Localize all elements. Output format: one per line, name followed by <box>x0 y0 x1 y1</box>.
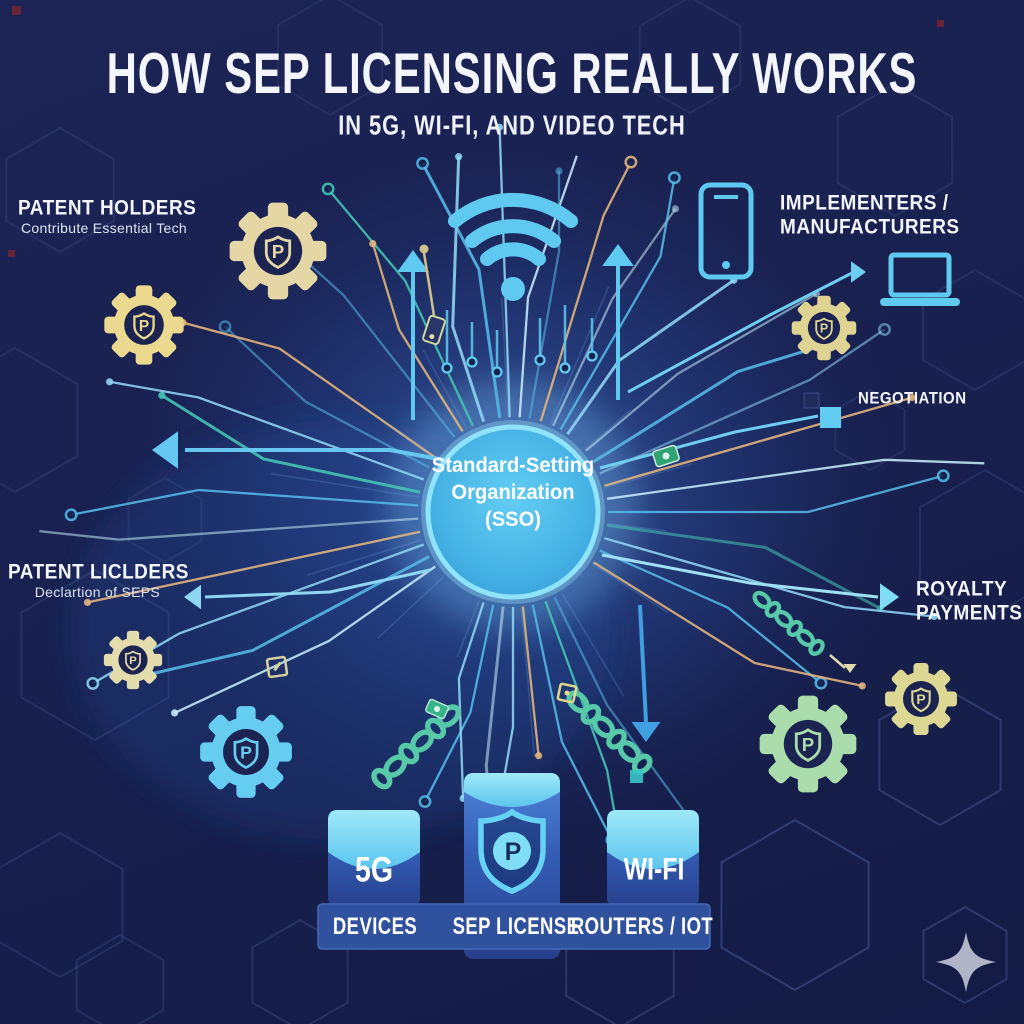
flow-arrows-layer <box>152 244 899 742</box>
implementers-line2: MANUFACTURERS <box>780 215 960 240</box>
implementers-line1: IMPLEMENTERS / <box>780 191 949 216</box>
pillar-wifi <box>607 810 699 906</box>
label-patent-holders: PATENT HOLDERS Contribute Essential Tech <box>18 196 197 236</box>
sso-line3: (SSO) <box>484 508 542 531</box>
shield-license-icon: P <box>478 808 546 894</box>
bar-sep-license-label: SEP LICENSE <box>452 913 580 940</box>
corner-pixel <box>12 6 21 15</box>
royalty-line1: ROYALTY <box>916 577 1008 602</box>
wifi-icon <box>448 192 578 301</box>
page-title: HOW SEP LICENSING REALLY WORKS <box>106 40 918 106</box>
sso-line1: Standard-Setting <box>431 454 595 477</box>
arrow-icon <box>843 664 857 673</box>
circuit-traces <box>39 123 985 847</box>
arrow-icon <box>602 244 634 266</box>
arrow-icon <box>184 584 201 610</box>
sso-line2: Organization <box>451 481 575 504</box>
svg-text:P: P <box>505 838 522 866</box>
smartphone-icon <box>698 182 754 280</box>
arrow-icon <box>851 261 866 283</box>
negotiation-node <box>803 392 841 428</box>
gear-patent-icon <box>883 661 959 737</box>
arrow-icon <box>397 250 429 272</box>
gear-patent-icon <box>758 694 858 794</box>
gear-patent-icon <box>103 284 185 366</box>
arrow-icon <box>880 583 899 611</box>
pillar-wifi-label: WI-FI <box>623 851 685 887</box>
node-wire <box>422 252 436 317</box>
patent-holders-subtitle: Contribute Essential Tech <box>21 220 187 236</box>
node-square <box>630 770 643 783</box>
cash-icon <box>652 444 680 468</box>
royalty-line2: PAYMENTS <box>916 601 1023 626</box>
chip-icon <box>556 682 578 704</box>
laptop-icon <box>880 252 960 306</box>
corner-pixel <box>8 250 15 257</box>
arrow-icon <box>152 431 178 469</box>
phone-chip-icon <box>422 314 446 346</box>
page-subtitle: IN 5G, WI-FI, AND VIDEO TECH <box>338 109 686 141</box>
chip-icon <box>265 655 289 679</box>
gear-patent-icon <box>790 294 858 362</box>
arrow-icon <box>631 722 661 742</box>
label-implementers: IMPLEMENTERS / MANUFACTURERS <box>780 192 960 240</box>
pillar-5g <box>328 810 420 906</box>
patent-liclders-title: PATENT LICLDERS <box>8 560 189 585</box>
sso-label: Standard-Setting Organization (SSO) <box>406 452 619 533</box>
patent-holders-title: PATENT HOLDERS <box>18 196 197 221</box>
gear-patent-icon <box>198 704 294 800</box>
cash-icon <box>425 698 449 720</box>
pillar-5g-label: 5G <box>354 849 394 890</box>
bottom-bar <box>317 903 711 950</box>
sso-circle <box>421 420 605 604</box>
label-royalty-payments: ROYALTY PAYMENTS <box>916 578 1022 626</box>
label-negotiation: NEGOTIATION <box>858 388 967 409</box>
corner-pixel <box>937 20 944 27</box>
gear-patent-icon <box>228 201 328 301</box>
patent-liclders-subtitle: Declartion of SEPS <box>34 584 160 600</box>
bar-routers-iot-label: ROUTERS / IOT <box>570 913 714 940</box>
sparkle-icon <box>936 932 996 992</box>
label-patent-liclders: PATENT LICLDERS Declartion of SEPS <box>8 560 189 600</box>
node-dot <box>419 244 429 254</box>
bar-devices-label: DEVICES <box>332 913 418 940</box>
gear-patent-icon <box>103 630 163 690</box>
